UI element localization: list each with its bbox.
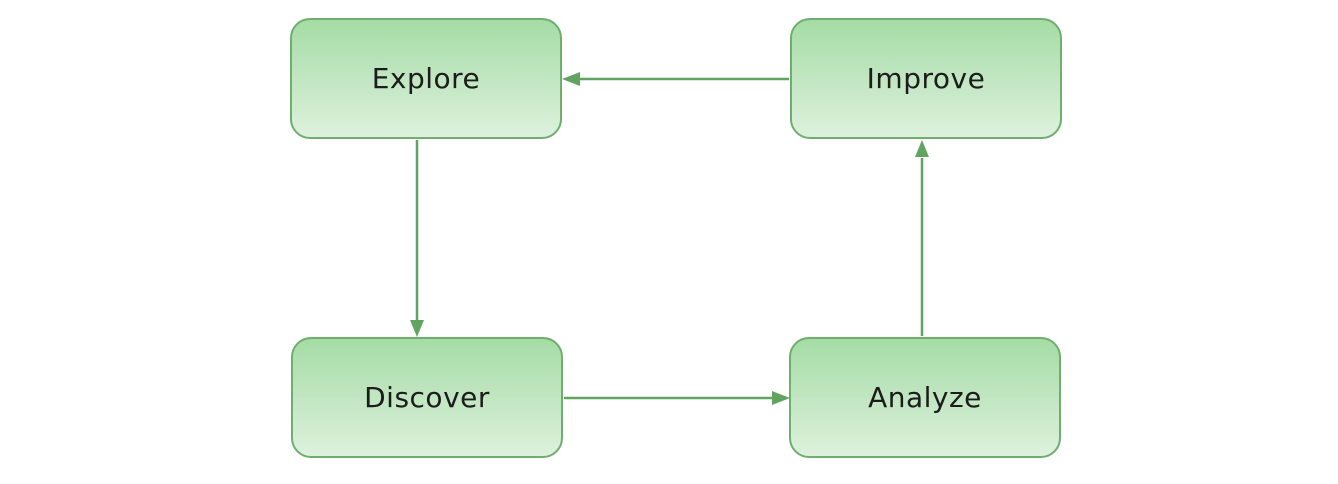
node-discover[interactable]: Discover [291,337,563,458]
arrow-analyze-to-improve-icon [915,140,929,336]
node-improve[interactable]: Improve [790,18,1062,139]
node-explore-label: Explore [371,61,481,95]
node-improve-label: Improve [866,61,986,95]
arrow-improve-to-explore-icon [562,72,789,86]
node-analyze[interactable]: Analyze [789,337,1061,458]
node-explore[interactable]: Explore [290,18,562,139]
arrow-explore-to-discover-icon [410,140,424,337]
arrow-discover-to-analyze-icon [564,391,790,405]
node-analyze-label: Analyze [868,380,982,414]
node-discover-label: Discover [364,380,490,414]
